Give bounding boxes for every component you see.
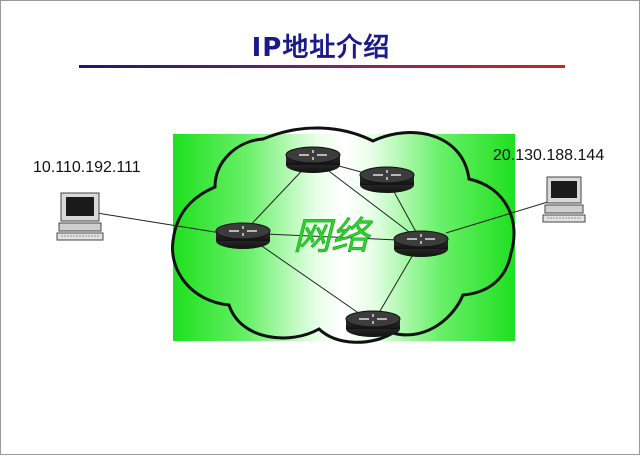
router-3 (359, 166, 415, 193)
link-r2-r4 (312, 158, 422, 242)
computer-icon-right (542, 176, 586, 223)
network-label: 网络 (293, 214, 373, 258)
link-r1-r5 (242, 232, 374, 324)
link-r1-r4 (242, 232, 422, 242)
title-underline (79, 65, 565, 68)
slide-title: IP地址介绍 (251, 33, 391, 63)
ip-address-right: 20.130.188.144 (493, 147, 605, 164)
link-lefthost-r1 (96, 212, 222, 234)
router-2 (285, 146, 341, 173)
router-1 (215, 222, 271, 249)
computer-icon-left (56, 192, 104, 241)
router-4 (393, 230, 449, 257)
link-r4-righthost (445, 200, 552, 234)
router-5 (345, 310, 401, 337)
ip-address-left: 10.110.192.111 (33, 159, 141, 176)
